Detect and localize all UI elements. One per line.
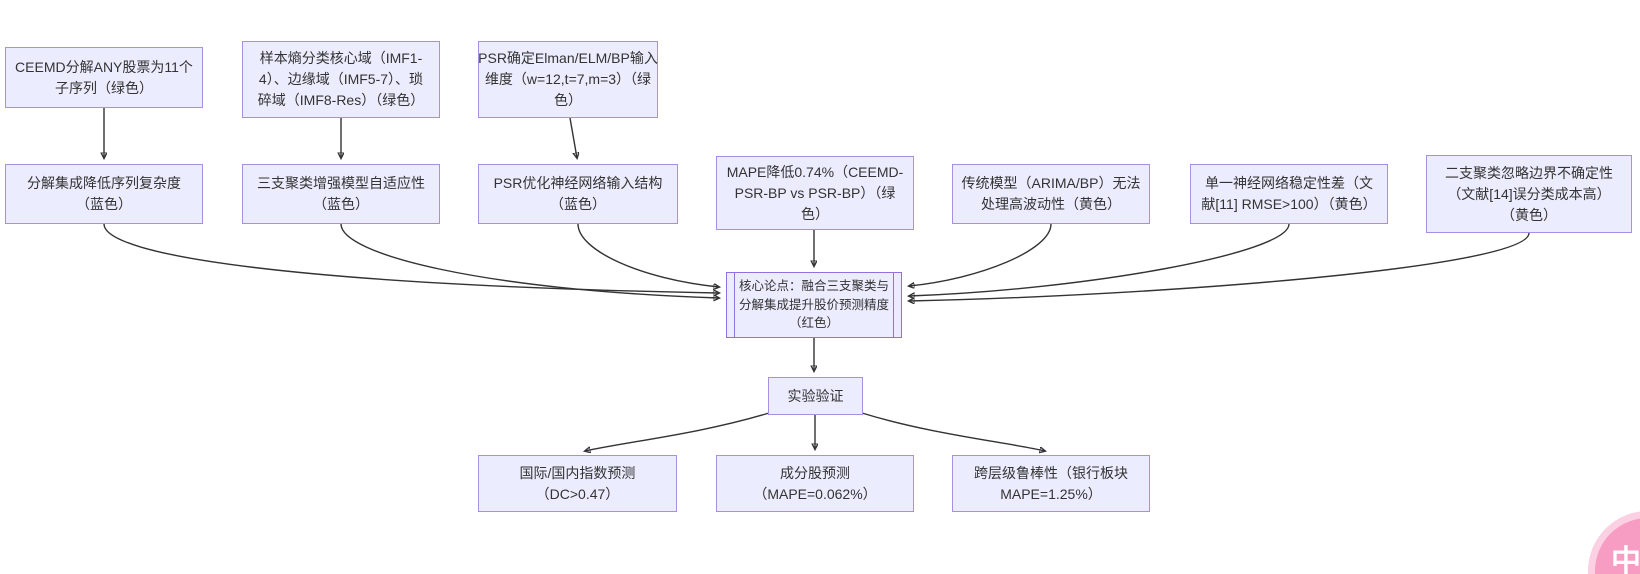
node-label: 跨层级鲁棒性（银行板块 MAPE=1.25%） — [974, 464, 1128, 502]
node-robustness: 跨层级鲁棒性（银行板块 MAPE=1.25%） — [952, 455, 1150, 512]
node-two-way-clustering: 二支聚类忽略边界不确定性 （文献[14]误分类成本高） （黄色） — [1426, 155, 1632, 233]
node-label: MAPE降低0.74%（CEEMD- PSR-BP vs PSR-BP）（绿 色… — [726, 163, 904, 222]
node-label: 分解集成降低序列复杂度 （蓝色） — [27, 175, 181, 212]
edge-decompose-integration-to-core — [103, 223, 719, 293]
edge-experiment-to-robustness — [861, 412, 1045, 451]
node-label: 样本熵分类核心域（IMF1- 4）、边缘域（IMF5-7）、琐 碎域（IMF8-… — [257, 50, 425, 108]
node-single-nn: 单一神经网络稳定性差（文 献[11] RMSE>100）（黄色） — [1190, 164, 1388, 224]
node-mape-reduction: MAPE降低0.74%（CEEMD- PSR-BP vs PSR-BP）（绿 色… — [716, 156, 914, 230]
node-label: 二支聚类忽略边界不确定性 （文献[14]误分类成本高） （黄色） — [1445, 164, 1613, 223]
node-label: CEEMD分解ANY股票为11个 子序列（绿色） — [15, 58, 193, 96]
translate-icon: 中A — [1611, 545, 1640, 574]
node-label: PSR优化神经网络输入结构 （蓝色） — [493, 175, 663, 212]
edge-psr-optimize-to-core — [577, 223, 719, 287]
edge-single-nn-to-core — [909, 223, 1290, 296]
node-label: 实验验证 — [787, 387, 844, 404]
edge-experiment-to-index — [585, 412, 770, 451]
node-label: 三支聚类增强模型自适应性 （蓝色） — [257, 175, 425, 212]
node-three-way-clustering: 三支聚类增强模型自适应性 （蓝色） — [242, 164, 440, 224]
node-index-prediction: 国际/国内指数预测 （DC>0.47） — [478, 455, 677, 512]
edge-two-way-to-core — [909, 232, 1530, 301]
node-label: PSR确定Elman/ELM/BP输入 维度（w=12,t=7,m=3）（绿 色… — [478, 50, 658, 108]
node-sample-entropy: 样本熵分类核心域（IMF1- 4）、边缘域（IMF5-7）、琐 碎域（IMF8-… — [242, 41, 440, 118]
node-label: 单一神经网络稳定性差（文 献[11] RMSE>100）（黄色） — [1201, 175, 1377, 212]
node-decompose-integration: 分解集成降低序列复杂度 （蓝色） — [5, 164, 203, 224]
node-ceemd-decompose: CEEMD分解ANY股票为11个 子序列（绿色） — [5, 47, 203, 108]
translate-badge-button[interactable]: 中A — [1588, 511, 1640, 574]
node-core-thesis: 核心论点：融合三支聚类与 分解集成提升股价预测精度 （红色） — [726, 272, 902, 338]
node-label: 国际/国内指数预测 （DC>0.47） — [519, 464, 636, 502]
node-label: 核心论点：融合三支聚类与 分解集成提升股价预测精度 （红色） — [738, 278, 889, 331]
edge-psr-dimension-to-psr-optimize — [569, 117, 577, 158]
edge-three-way-to-core — [340, 223, 719, 298]
edge-traditional-model-to-core — [909, 223, 1052, 286]
node-label: 成分股预测 （MAPE=0.062%） — [753, 464, 877, 502]
node-psr-dimension: PSR确定Elman/ELM/BP输入 维度（w=12,t=7,m=3）（绿 色… — [478, 41, 658, 118]
node-constituent-prediction: 成分股预测 （MAPE=0.062%） — [716, 455, 914, 512]
node-experiment: 实验验证 — [768, 377, 863, 415]
node-traditional-model: 传统模型（ARIMA/BP）无法 处理高波动性（黄色） — [952, 164, 1150, 224]
node-label: 传统模型（ARIMA/BP）无法 处理高波动性（黄色） — [961, 175, 1141, 212]
node-psr-optimize: PSR优化神经网络输入结构 （蓝色） — [478, 164, 678, 224]
